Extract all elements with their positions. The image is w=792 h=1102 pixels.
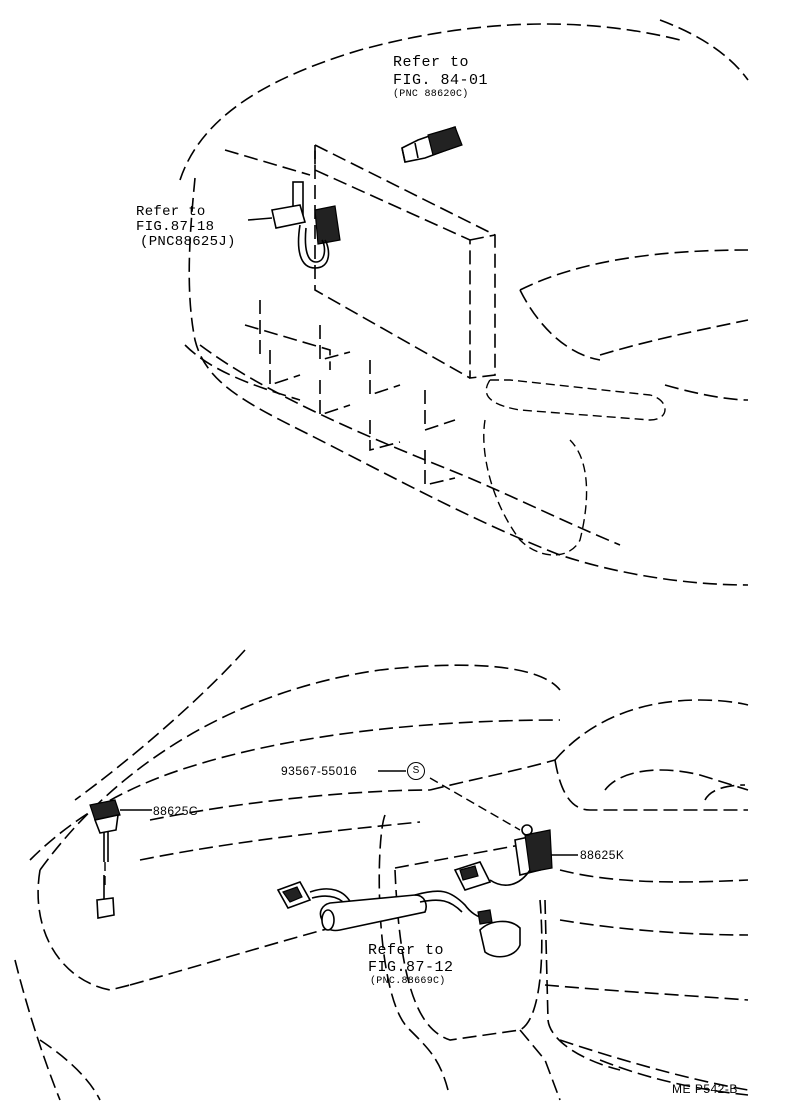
part-number-88625C: 88625C — [153, 804, 199, 818]
part-number-88625K: 88625K — [580, 848, 625, 862]
ref-fig87-18-line1: Refer to — [136, 204, 206, 220]
ref-fig84-line3: (PNC 88620C) — [393, 89, 469, 100]
ref-fig87-12-line3: (PNC.88669C) — [370, 976, 446, 987]
part-number-93567-55016: 93567-55016 — [281, 764, 358, 778]
sensor-88625J-part — [247, 181, 341, 269]
ref-fig84-line1: Refer to — [393, 54, 470, 71]
part-88625C — [89, 799, 152, 919]
wire-harness-88669C — [276, 881, 521, 958]
ref-fig87-12-line2: FIG.87-12 — [368, 959, 454, 976]
part-88625K — [453, 824, 553, 891]
top-vehicle-outline — [179, 19, 749, 586]
radiator-panel — [314, 143, 496, 379]
switch-88620C-part — [401, 125, 463, 163]
ref-fig87-18-line2: FIG.87-18 — [136, 219, 215, 235]
bottom-vehicle-outline — [14, 649, 749, 1101]
ref-fig84-line2: FIG. 84-01 — [393, 72, 489, 89]
ref-fig87-12-line1: Refer to — [368, 942, 445, 959]
ref-fig87-18-line3: (PNC88625J) — [140, 234, 236, 250]
figure-code: ME P542-B — [672, 1082, 738, 1096]
s-symbol-icon: S — [407, 762, 425, 780]
